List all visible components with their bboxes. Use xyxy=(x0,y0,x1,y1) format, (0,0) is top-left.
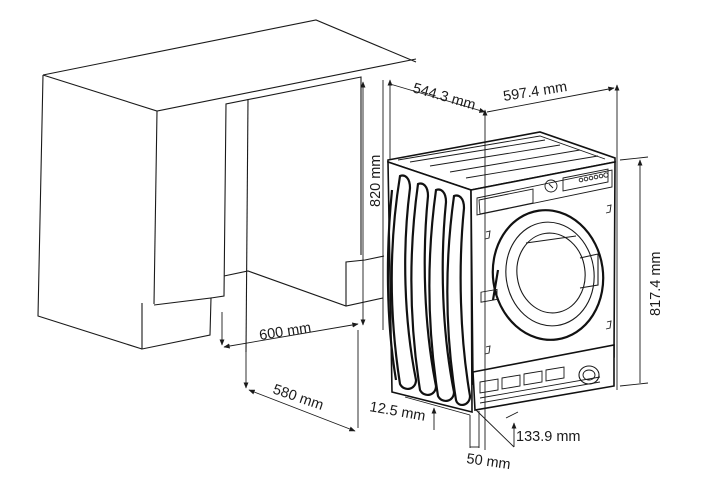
control-buttons xyxy=(578,172,609,183)
program-knob xyxy=(544,179,558,193)
label-plinth-offset: 50 mm xyxy=(465,451,511,473)
detergent-drawer xyxy=(478,188,534,215)
washing-machine xyxy=(386,131,616,414)
kick-plate xyxy=(472,344,615,411)
label-feet-height: 12.5 mm xyxy=(368,399,426,425)
cabinet-outline xyxy=(37,19,417,353)
dim-line-597 xyxy=(486,86,615,113)
label-plinth-height: 133.9 mm xyxy=(516,429,580,445)
dimension-lines xyxy=(219,79,649,450)
cabinet-niche-floor xyxy=(223,270,384,307)
cabinet-plinth-left xyxy=(141,297,212,350)
drain-filter-cap xyxy=(578,365,600,385)
machine-top-ridge xyxy=(397,135,606,161)
control-panel xyxy=(476,169,613,216)
cabinet-plinth-right xyxy=(345,255,385,306)
dim-line-544 xyxy=(389,83,486,113)
cabinet-left-side xyxy=(37,74,143,350)
kick-plate-grille xyxy=(479,288,601,404)
side-ribs xyxy=(386,174,472,406)
hinge-marks xyxy=(484,204,612,355)
cabinet-front-corner xyxy=(153,110,158,305)
display-panel xyxy=(562,168,609,192)
cabinet-niche-opening xyxy=(210,76,362,299)
porthole-door xyxy=(491,209,605,341)
cabinet-top-back-edge xyxy=(42,19,417,76)
label-machine-depth: 544.3 mm xyxy=(411,80,477,113)
dim-line-600 xyxy=(223,322,359,349)
label-machine-width: 597.4 mm xyxy=(502,79,568,105)
cabinet-niche-back-corner xyxy=(245,98,249,353)
label-niche-width: 600 mm xyxy=(258,320,312,344)
dim-line-580 xyxy=(248,389,356,432)
label-machine-height: 817.4 mm xyxy=(648,252,664,316)
label-niche-height: 820 mm xyxy=(368,155,384,207)
